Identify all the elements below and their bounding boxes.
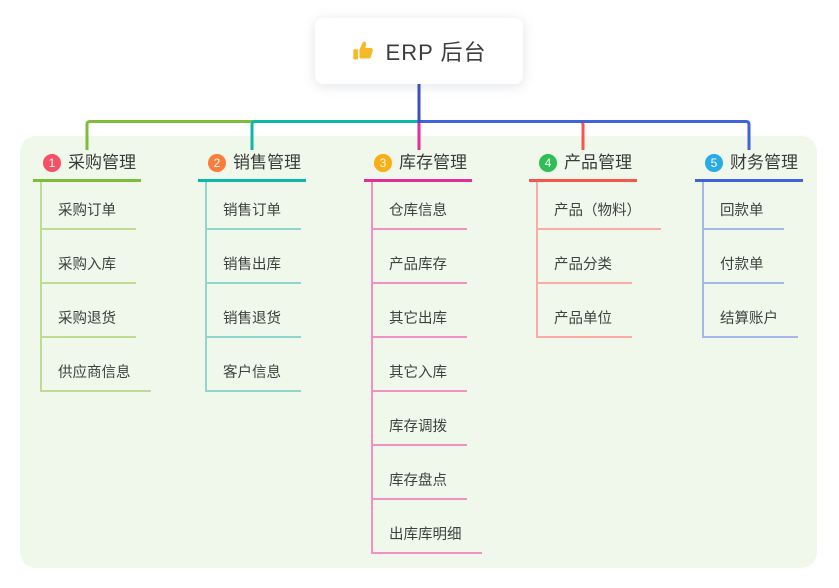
- leaf-node[interactable]: 结算账户: [704, 284, 798, 338]
- leaf-node[interactable]: 采购入库: [42, 230, 136, 284]
- leaf-node[interactable]: 库存调拨: [373, 392, 467, 446]
- leaf-node[interactable]: 采购订单: [42, 182, 136, 230]
- leaf-node[interactable]: 产品库存: [373, 230, 467, 284]
- branch-children: 仓库信息产品库存其它出库其它入库库存调拨库存盘点出库库明细: [371, 182, 482, 554]
- leaf-node[interactable]: 仓库信息: [373, 182, 467, 230]
- branch-4: 4 产品管理产品（物料）产品分类产品单位: [529, 136, 661, 338]
- leaf-node[interactable]: 回款单: [704, 182, 784, 230]
- leaf-node[interactable]: 采购退货: [42, 284, 136, 338]
- branch-number-badge: 4: [539, 154, 557, 172]
- leaf-node[interactable]: 付款单: [704, 230, 784, 284]
- leaf-node[interactable]: 销售订单: [207, 182, 301, 230]
- branch-3: 3 库存管理仓库信息产品库存其它出库其它入库库存调拨库存盘点出库库明细: [364, 136, 482, 554]
- branches-panel: [20, 136, 817, 568]
- leaf-node[interactable]: 其它出库: [373, 284, 467, 338]
- root-node-label: ERP 后台: [385, 40, 487, 65]
- leaf-node[interactable]: 出库库明细: [373, 500, 482, 554]
- thumbs-up-icon: [352, 39, 376, 63]
- branch-node-title[interactable]: 1 采购管理: [33, 136, 141, 182]
- branch-2: 2 销售管理销售订单销售出库销售退货客户信息: [198, 136, 306, 392]
- leaf-node[interactable]: 销售出库: [207, 230, 301, 284]
- branch-number-badge: 3: [374, 154, 392, 172]
- branch-5: 5 财务管理回款单付款单结算账户: [695, 136, 803, 338]
- branch-children: 销售订单销售出库销售退货客户信息: [205, 182, 306, 392]
- leaf-node[interactable]: 客户信息: [207, 338, 301, 392]
- branch-node-title[interactable]: 4 产品管理: [529, 136, 637, 182]
- root-node-erp[interactable]: ERP 后台: [315, 18, 523, 84]
- branch-number-badge: 2: [208, 154, 226, 172]
- branch-1: 1 采购管理采购订单采购入库采购退货供应商信息: [33, 136, 151, 392]
- leaf-node[interactable]: 产品单位: [538, 284, 632, 338]
- leaf-node[interactable]: 产品（物料）: [538, 182, 661, 230]
- leaf-node[interactable]: 库存盘点: [373, 446, 467, 500]
- branch-title-label: 财务管理: [730, 153, 798, 172]
- branch-node-title[interactable]: 3 库存管理: [364, 136, 472, 182]
- branch-children: 产品（物料）产品分类产品单位: [536, 182, 661, 338]
- branch-children: 采购订单采购入库采购退货供应商信息: [40, 182, 151, 392]
- branch-title-label: 采购管理: [68, 153, 136, 172]
- branch-title-label: 库存管理: [399, 153, 467, 172]
- branch-title-label: 产品管理: [564, 153, 632, 172]
- branch-node-title[interactable]: 2 销售管理: [198, 136, 306, 182]
- branch-node-title[interactable]: 5 财务管理: [695, 136, 803, 182]
- branch-children: 回款单付款单结算账户: [702, 182, 803, 338]
- branch-number-badge: 5: [705, 154, 723, 172]
- branch-title-label: 销售管理: [233, 153, 301, 172]
- leaf-node[interactable]: 产品分类: [538, 230, 632, 284]
- leaf-node[interactable]: 供应商信息: [42, 338, 151, 392]
- leaf-node[interactable]: 其它入库: [373, 338, 467, 392]
- branch-number-badge: 1: [43, 154, 61, 172]
- leaf-node[interactable]: 销售退货: [207, 284, 301, 338]
